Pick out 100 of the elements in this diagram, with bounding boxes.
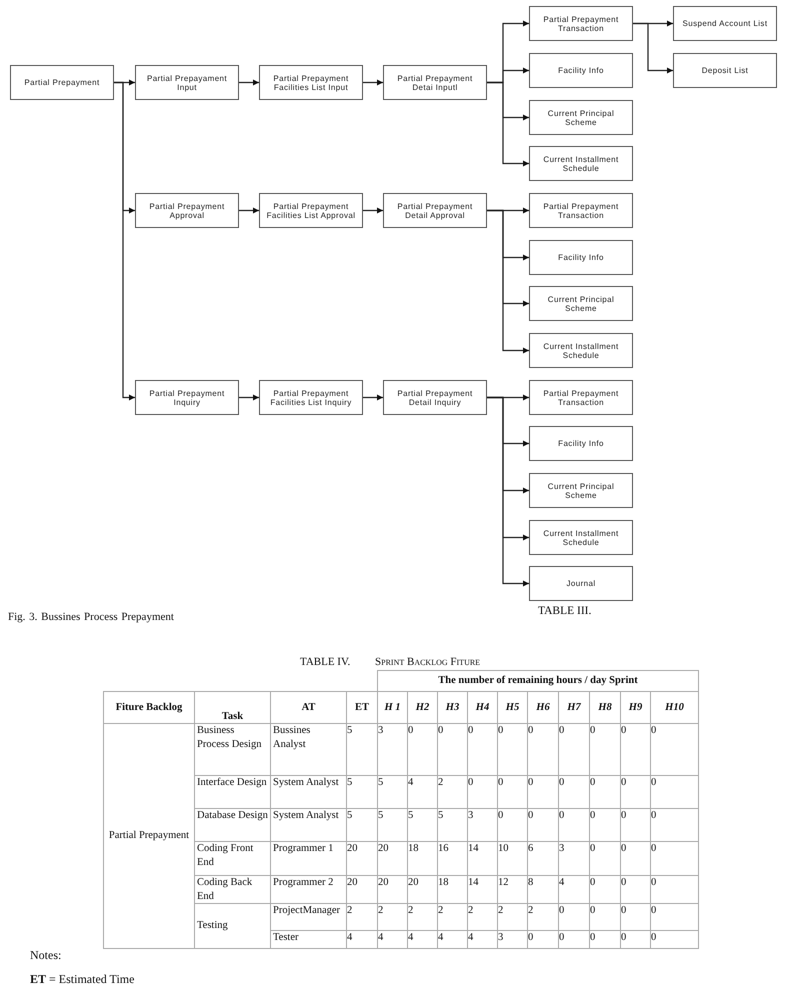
table-cell: 5 — [346, 808, 378, 842]
table-cell: Testing — [194, 904, 270, 948]
table-cell: 0 — [590, 930, 620, 948]
table-cell: 2 — [378, 904, 408, 930]
process-box: Partial Prepayment Inquiry — [135, 380, 239, 415]
process-box: Partial Prepayment Transaction — [529, 380, 633, 415]
table-cell: 0 — [620, 904, 650, 930]
table-cell: 2 — [528, 904, 558, 930]
table-cell: 5 — [378, 808, 408, 842]
table-cell: 4 — [408, 776, 438, 808]
table-cell: 6 — [528, 842, 558, 876]
arrow — [633, 22, 673, 74]
process-box: Partial Prepayment Detail Inquiry — [383, 380, 487, 415]
table-cell: 4 — [378, 930, 408, 948]
header-cell: ET — [346, 692, 378, 724]
table-cell: 0 — [528, 808, 558, 842]
process-box: Partial Prepayment Facilities List Input — [259, 65, 363, 100]
header-cell: H 1 — [378, 692, 408, 724]
table-cell: 20 — [346, 842, 378, 876]
table-cell: 0 — [438, 724, 468, 776]
table-cell: 20 — [408, 876, 438, 904]
table-cell: 5 — [346, 724, 378, 776]
table-cell: 0 — [590, 876, 620, 904]
table-cell: 0 — [620, 930, 650, 948]
header-cell: H3 — [438, 692, 468, 724]
process-box: Current Principal Scheme — [529, 286, 633, 321]
header-cell: Task — [194, 692, 270, 724]
process-box: Partial Prepayment Approval — [135, 193, 239, 228]
table-cell: 0 — [590, 724, 620, 776]
table-cell: 0 — [620, 724, 650, 776]
table-cell: Programmer 2 — [270, 876, 346, 904]
process-box: Journal — [529, 566, 633, 601]
note-heading: Notes: — [30, 948, 62, 963]
table-cell: 0 — [620, 876, 650, 904]
arrow — [487, 396, 529, 586]
table-cell: Tester — [270, 930, 346, 948]
table-cell: 0 — [558, 904, 590, 930]
table-cell: 0 — [590, 842, 620, 876]
process-box: Partial Prepayment Facilities List Approval — [259, 193, 363, 228]
table-cell: 0 — [558, 808, 590, 842]
arrow — [363, 208, 383, 214]
table-cell: 0 — [408, 724, 438, 776]
arrow — [239, 208, 259, 214]
arrow — [487, 82, 529, 166]
table-cell: 2 — [438, 904, 468, 930]
table-cell: 0 — [650, 876, 698, 904]
header-cell: H7 — [558, 692, 590, 724]
table-cell: Coding Back End — [194, 876, 270, 904]
table-cell: 0 — [558, 930, 590, 948]
table-cell: 0 — [620, 776, 650, 808]
process-box: Current Installment Schedule — [529, 520, 633, 555]
process-box: Current Installment Schedule — [529, 333, 633, 368]
table-cell: 3 — [468, 808, 498, 842]
process-box: Facility Info — [529, 426, 633, 461]
table-cell: 0 — [590, 808, 620, 842]
table-cell: 0 — [650, 808, 698, 842]
process-box: Partial Prepayment Transaction — [529, 193, 633, 228]
process-box: Current Installment Schedule — [529, 146, 633, 181]
table-caption: TABLE III. — [538, 605, 592, 617]
table-cell: 0 — [650, 904, 698, 930]
arrow — [239, 80, 259, 86]
table-cell: 12 — [498, 876, 528, 904]
table-cell: 3 — [558, 842, 590, 876]
header-cell: H9 — [620, 692, 650, 724]
table-cell: 18 — [438, 876, 468, 904]
table-cell: 0 — [650, 930, 698, 948]
table-cell: 0 — [468, 776, 498, 808]
table-cell: 0 — [650, 724, 698, 776]
table-cell: 2 — [408, 904, 438, 930]
table-cell: 3 — [378, 724, 408, 776]
table-cell: 0 — [620, 808, 650, 842]
table-cell: Interface Design — [194, 776, 270, 808]
table-cell: 20 — [378, 876, 408, 904]
table-cell: 0 — [498, 724, 528, 776]
header-cell: The number of remaining hours / day Sprint — [378, 670, 698, 692]
table-cell: 0 — [528, 776, 558, 808]
table-cell: 0 — [498, 808, 528, 842]
table-cell: 0 — [528, 724, 558, 776]
table-cell: ProjectManager — [270, 904, 346, 930]
header-cell: H2 — [408, 692, 438, 724]
process-box: Suspend Account List — [673, 6, 777, 41]
table-cell: System Analyst — [270, 776, 346, 808]
header-cell: H5 — [498, 692, 528, 724]
table-caption: Sprint Backlog Fiture — [375, 656, 480, 668]
table-cell: Partial Prepayment — [104, 724, 194, 948]
header-cell: H8 — [590, 692, 620, 724]
table-cell: 10 — [498, 842, 528, 876]
table-cell: 14 — [468, 842, 498, 876]
process-box: Deposit List — [673, 53, 777, 88]
process-box: Partial Prepayament Input — [135, 65, 239, 100]
table-cell: 0 — [498, 776, 528, 808]
table-cell: 5 — [378, 776, 408, 808]
table-cell: Business Process Design — [194, 724, 270, 776]
figure-caption: Fig. 3. Bussines Process Prepayment — [8, 611, 174, 623]
header-cell: H6 — [528, 692, 558, 724]
table-cell: 0 — [468, 724, 498, 776]
table-cell: 0 — [620, 842, 650, 876]
table-cell: Bussines Analyst — [270, 724, 346, 776]
table-cell: Database Design — [194, 808, 270, 842]
header-cell: H10 — [650, 692, 698, 724]
